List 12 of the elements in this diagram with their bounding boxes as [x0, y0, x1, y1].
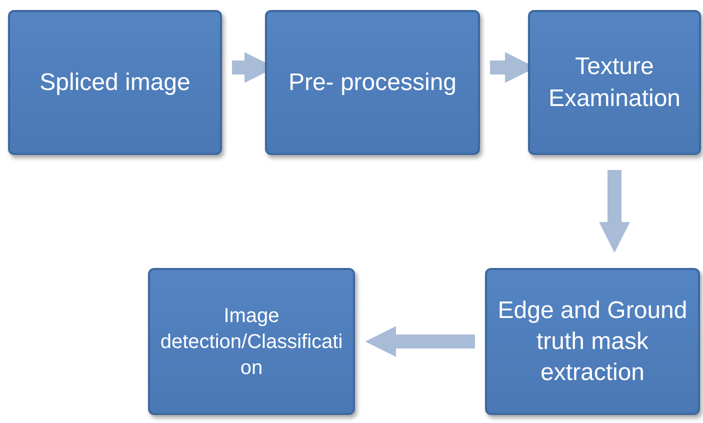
process-box — [528, 10, 701, 155]
arrow — [599, 170, 630, 253]
box-label: Edge and Ground truth mask extraction — [496, 296, 688, 388]
box-label: Texture Examination — [547, 52, 682, 114]
arrow — [365, 326, 475, 357]
box-label: Pre- processing — [288, 68, 457, 98]
process-box — [8, 10, 222, 155]
process-box — [485, 268, 700, 415]
process-box — [265, 10, 480, 155]
box-label: Spliced image — [40, 68, 190, 98]
process-box — [148, 268, 355, 415]
box-label: Image detection/Classificati on — [159, 304, 344, 380]
